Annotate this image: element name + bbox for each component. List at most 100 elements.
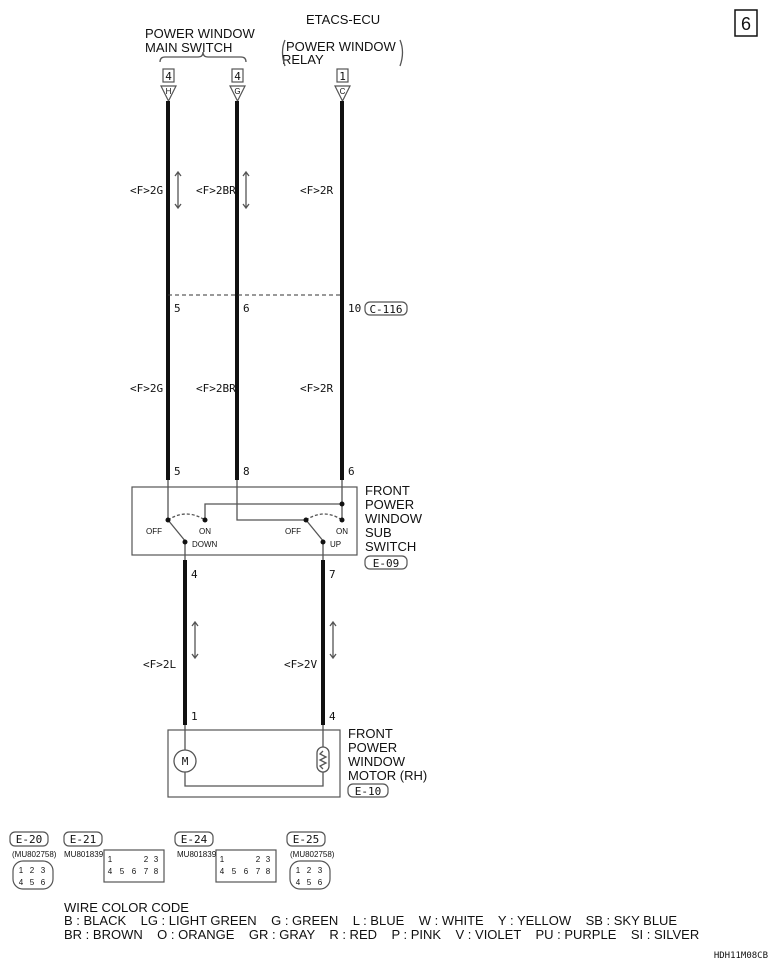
right-on-label: ON (336, 527, 348, 536)
svg-text:8: 8 (266, 867, 271, 876)
sub-switch-name-2: POWER (365, 497, 414, 512)
junction-connector-box (364, 301, 408, 316)
sub-switch-name-1: FRONT (365, 483, 410, 498)
sub-switch-name-5: SWITCH (365, 539, 416, 554)
etacs-label-2: POWER WINDOW (286, 39, 396, 54)
svg-text:7: 7 (256, 867, 261, 876)
wire-label-mid-2br: <F>2BR (196, 382, 236, 395)
junction-pin-5: 5 (174, 302, 181, 315)
sub-switch-internal (167, 480, 343, 560)
svg-text:8: 8 (154, 867, 159, 876)
motor-name-2: POWER (348, 740, 397, 755)
wire-color-code-line-1: B : BLACK LG : LIGHT GREEN G : GREEN L :… (64, 913, 677, 928)
etacs-label-3: RELAY (282, 52, 324, 67)
motor-pin-4: 4 (329, 710, 336, 723)
sub-switch-pin-4: 4 (191, 568, 198, 581)
motor-name-4: MOTOR (RH) (348, 768, 427, 783)
wire-color-code-line-2: BR : BROWN O : ORANGE GR : GRAY R : RED … (64, 927, 699, 942)
svg-text:3: 3 (318, 866, 323, 875)
arrow-icon (242, 170, 250, 210)
svg-text:5: 5 (30, 878, 35, 887)
wire-label-2v: <F>2V (284, 658, 317, 671)
main-switch-label-2: MAIN SWITCH (145, 40, 232, 55)
svg-text:3: 3 (154, 855, 159, 864)
svg-text:4: 4 (296, 878, 301, 887)
svg-text:2: 2 (30, 866, 35, 875)
arrow-icon (191, 620, 199, 660)
wire-label-2l: <F>2L (143, 658, 176, 671)
motor-internal-wire (184, 725, 324, 787)
svg-text:1: 1 (108, 855, 113, 864)
motor-pin-1: 1 (191, 710, 198, 723)
svg-text:6: 6 (132, 867, 137, 876)
svg-text:1: 1 (220, 855, 225, 864)
svg-text:G: G (234, 87, 240, 96)
svg-text:E-25: E-25 (293, 833, 320, 846)
svg-text:3: 3 (41, 866, 46, 875)
wire-label-upper-2r: <F>2R (300, 184, 333, 197)
motor-name-1: FRONT (348, 726, 393, 741)
svg-text:(MU802758): (MU802758) (290, 850, 335, 859)
svg-text:2: 2 (144, 855, 149, 864)
svg-text:6: 6 (41, 878, 46, 887)
svg-text:E-24: E-24 (181, 833, 208, 846)
svg-text:5: 5 (232, 867, 237, 876)
svg-text:1: 1 (19, 866, 24, 875)
main-switch-label-1: POWER WINDOW (145, 26, 255, 41)
sub-switch-connector: E-09 (373, 557, 400, 570)
connector-g: 4 G (229, 68, 246, 103)
left-off-label: OFF (146, 527, 162, 536)
connector-view-e25: E-25 (MU802758) 1 2 3 4 5 6 (286, 831, 335, 890)
wire-color-code-title: WIRE COLOR CODE (64, 900, 189, 915)
svg-text:MU801839: MU801839 (177, 850, 217, 859)
svg-text:2: 2 (256, 855, 261, 864)
main-switch-brace (159, 51, 247, 63)
svg-text:1: 1 (339, 70, 346, 83)
motor-connector-box (347, 783, 389, 798)
sub-switch-name-4: SUB (365, 525, 392, 540)
svg-text:6: 6 (318, 878, 323, 887)
wire-label-upper-2br: <F>2BR (196, 184, 236, 197)
motor-connector: E-10 (355, 785, 382, 798)
svg-text:4: 4 (220, 867, 225, 876)
sub-switch-pin-5: 5 (174, 465, 181, 478)
svg-text:5: 5 (307, 878, 312, 887)
wire-label-upper-2g: <F>2G (130, 184, 163, 197)
right-up-label: UP (330, 540, 341, 549)
svg-text:H: H (166, 87, 172, 96)
svg-text:7: 7 (144, 867, 149, 876)
motor-icon (173, 749, 197, 773)
connector-view-e21: E-21 MU801839 1 2 3 4 5 6 7 8 (63, 831, 165, 883)
page-number-box (734, 9, 758, 37)
connector-c: 1 C (334, 68, 351, 103)
wire-label-mid-2g: <F>2G (130, 382, 163, 395)
motor-symbol: M (182, 755, 189, 768)
svg-text:3: 3 (266, 855, 271, 864)
svg-text:4: 4 (165, 70, 172, 83)
arrow-icon (329, 620, 337, 660)
sub-switch-connector-box (364, 555, 408, 570)
junction-pin-6: 6 (243, 302, 250, 315)
svg-text:E-20: E-20 (16, 833, 43, 846)
connector-view-e20: E-20 (MU802758) 1 2 3 4 5 6 (9, 831, 57, 890)
svg-text:E-21: E-21 (70, 833, 97, 846)
svg-text:4: 4 (19, 878, 24, 887)
svg-text:5: 5 (120, 867, 125, 876)
paren-right (399, 39, 404, 67)
svg-text:C: C (340, 87, 346, 96)
svg-text:(MU802758): (MU802758) (12, 850, 57, 859)
svg-text:4: 4 (108, 867, 113, 876)
left-down-label: DOWN (192, 540, 218, 549)
right-off-label: OFF (285, 527, 301, 536)
sub-switch-pin-7: 7 (329, 568, 336, 581)
arrow-icon (174, 170, 182, 210)
zigzag-icon (318, 750, 328, 770)
svg-text:4: 4 (234, 70, 241, 83)
sub-switch-pin-8: 8 (243, 465, 250, 478)
sub-switch-pin-6: 6 (348, 465, 355, 478)
connector-h: 4 H (160, 68, 177, 103)
connector-view-e24: E-24 MU801839 1 2 3 4 5 6 7 8 (174, 831, 277, 883)
junction-connector: C-116 (369, 303, 402, 316)
paren-left (281, 39, 286, 67)
